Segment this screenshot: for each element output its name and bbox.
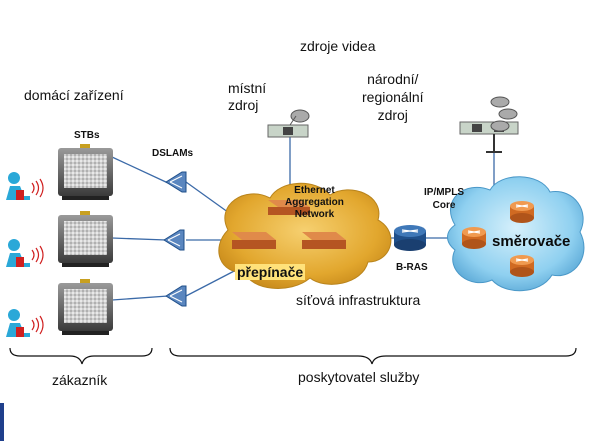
tv-set-icon bbox=[58, 144, 113, 200]
ethernet-aggregation-label: Ethernet Aggregation Network bbox=[285, 185, 344, 220]
ip-mpls-core-label: IP/MPLS Core bbox=[424, 187, 465, 211]
dslam-icon bbox=[163, 229, 185, 251]
switch-icon bbox=[302, 232, 346, 249]
national-satellite-source-icon bbox=[459, 96, 519, 153]
routers-label: směrovače bbox=[492, 233, 571, 250]
local-satellite-source-icon bbox=[267, 109, 310, 138]
dslams-label: DSLAMs bbox=[152, 148, 194, 159]
switch-icon bbox=[268, 200, 310, 215]
ip-mpls-core-cloud bbox=[447, 176, 585, 292]
provider-brace bbox=[169, 347, 577, 365]
home-devices-label: domácí zařízení bbox=[24, 87, 124, 103]
user-with-remote-icon bbox=[6, 309, 44, 337]
stbs-label: STBs bbox=[74, 130, 100, 141]
left-accent-bar bbox=[0, 403, 4, 441]
dslam-icon bbox=[165, 171, 187, 193]
national-source-label: národní/ regionální zdroj bbox=[362, 71, 424, 123]
user-with-remote-icon bbox=[6, 239, 44, 267]
video-sources-label: zdroje videa bbox=[300, 38, 376, 54]
bras-label: B-RAS bbox=[396, 262, 428, 273]
tv-set-icon bbox=[58, 279, 113, 335]
switch-icon bbox=[232, 232, 276, 249]
local-source-label: místní zdroj bbox=[228, 80, 267, 113]
user-with-remote-icon bbox=[6, 172, 44, 200]
core-router-icon bbox=[462, 227, 486, 249]
customer-brace bbox=[9, 347, 153, 365]
service-provider-label: poskytovatel služby bbox=[298, 369, 420, 385]
core-router-icon bbox=[510, 201, 534, 223]
switches-label: přepínače bbox=[235, 264, 306, 280]
dslam-icon bbox=[165, 285, 187, 307]
network-infrastructure-label: síťová infrastruktura bbox=[296, 292, 421, 308]
tv-set-icon bbox=[58, 211, 113, 267]
bras-router-icon bbox=[394, 225, 426, 251]
customer-label: zákazník bbox=[52, 372, 108, 388]
core-router-icon bbox=[510, 255, 534, 277]
